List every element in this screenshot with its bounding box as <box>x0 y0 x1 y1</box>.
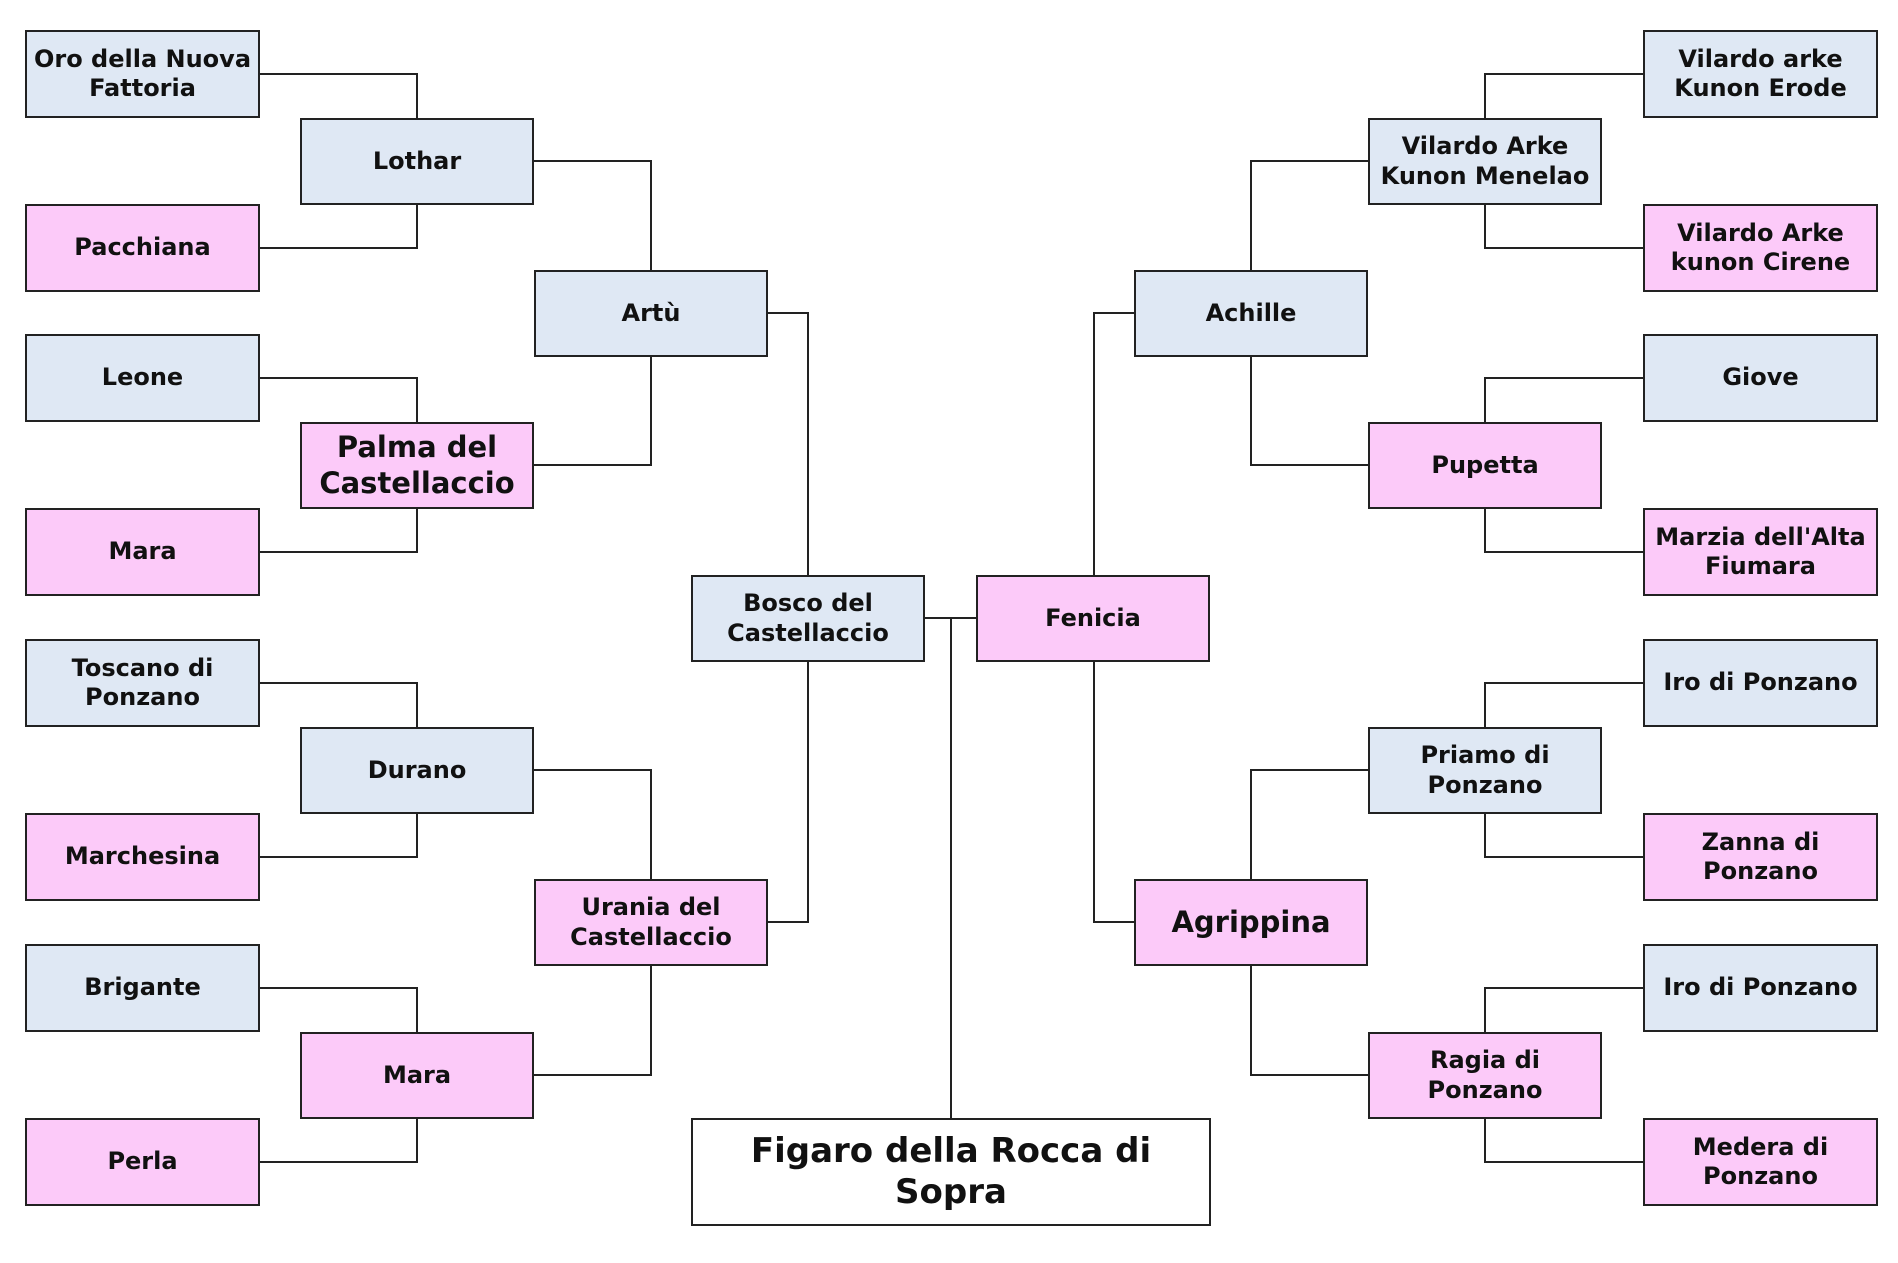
ancestor-box: Medera di Ponzano <box>1643 1118 1878 1206</box>
subject-box: Figaro della Rocca di Sopra <box>691 1118 1211 1226</box>
mm-granddam-dam-box: Ragia di Ponzano <box>1368 1032 1602 1119</box>
ancestor-box: Leone <box>25 334 260 422</box>
maternal-grandsire-box: Achille <box>1134 270 1368 357</box>
ancestor-box: Vilardo arke Kunon Erode <box>1643 30 1878 118</box>
ancestor-box: Oro della Nuova Fattoria <box>25 30 260 118</box>
maternal-granddam-box: Agrippina <box>1134 879 1368 966</box>
ancestor-box: Giove <box>1643 334 1878 422</box>
ancestor-box: Marchesina <box>25 813 260 901</box>
paternal-granddam-box: Urania del Castellaccio <box>534 879 768 966</box>
pp-grandsire-dam-box: Palma del Castellaccio <box>300 422 534 509</box>
ancestor-box: Zanna di Ponzano <box>1643 813 1878 901</box>
mm-grandsire-dam-box: Pupetta <box>1368 422 1602 509</box>
ancestor-box: Mara <box>25 508 260 596</box>
ancestor-box: Perla <box>25 1118 260 1206</box>
ancestor-box: Toscano di Ponzano <box>25 639 260 727</box>
sire-box: Bosco del Castellaccio <box>691 575 925 662</box>
pp-granddam-sire-box: Durano <box>300 727 534 814</box>
mm-granddam-sire-box: Priamo di Ponzano <box>1368 727 1602 814</box>
ancestor-box: Brigante <box>25 944 260 1032</box>
mm-grandsire-sire-box: Vilardo Arke Kunon Menelao <box>1368 118 1602 205</box>
paternal-grandsire-box: Artù <box>534 270 768 357</box>
dam-box: Fenicia <box>976 575 1210 662</box>
pp-granddam-dam-box: Mara <box>300 1032 534 1119</box>
ancestor-box: Vilardo Arke kunon Cirene <box>1643 204 1878 292</box>
ancestor-box: Pacchiana <box>25 204 260 292</box>
pp-grandsire-sire-box: Lothar <box>300 118 534 205</box>
ancestor-box: Iro di Ponzano <box>1643 944 1878 1032</box>
ancestor-box: Marzia dell'Alta Fiumara <box>1643 508 1878 596</box>
ancestor-box: Iro di Ponzano <box>1643 639 1878 727</box>
